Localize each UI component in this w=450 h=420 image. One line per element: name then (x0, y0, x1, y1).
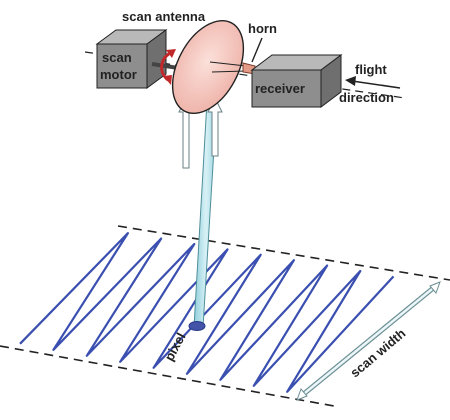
rotation-arrow-icon (160, 49, 176, 85)
scan-motor-label-line1: scan (102, 50, 132, 65)
scan-motor-label-line2: motor (100, 67, 137, 82)
swath-lower-boundary (0, 345, 335, 407)
radiation-arrow-right (207, 96, 223, 157)
antenna-feed-strut-lower (211, 70, 247, 73)
pixel-label: pixel (161, 330, 188, 363)
horn-pointer (251, 37, 263, 63)
horn-label: horn (248, 21, 277, 36)
pixel-footprint (188, 321, 206, 331)
swath-upper-boundary (117, 225, 450, 281)
antenna-feed-strut-upper (209, 61, 247, 67)
receiver-box (250, 54, 343, 108)
flight-arrow-icon (345, 76, 401, 89)
receiver-label: receiver (255, 81, 305, 96)
scan-antenna-dish (171, 19, 245, 115)
scan-width-arrow-icon (296, 281, 441, 401)
scan-antenna-label: scan antenna (122, 9, 206, 24)
flight-label: flight (355, 62, 387, 77)
scan-track (19, 232, 395, 393)
flight-direction-label: direction (339, 90, 394, 105)
scan-track-line (19, 232, 395, 393)
